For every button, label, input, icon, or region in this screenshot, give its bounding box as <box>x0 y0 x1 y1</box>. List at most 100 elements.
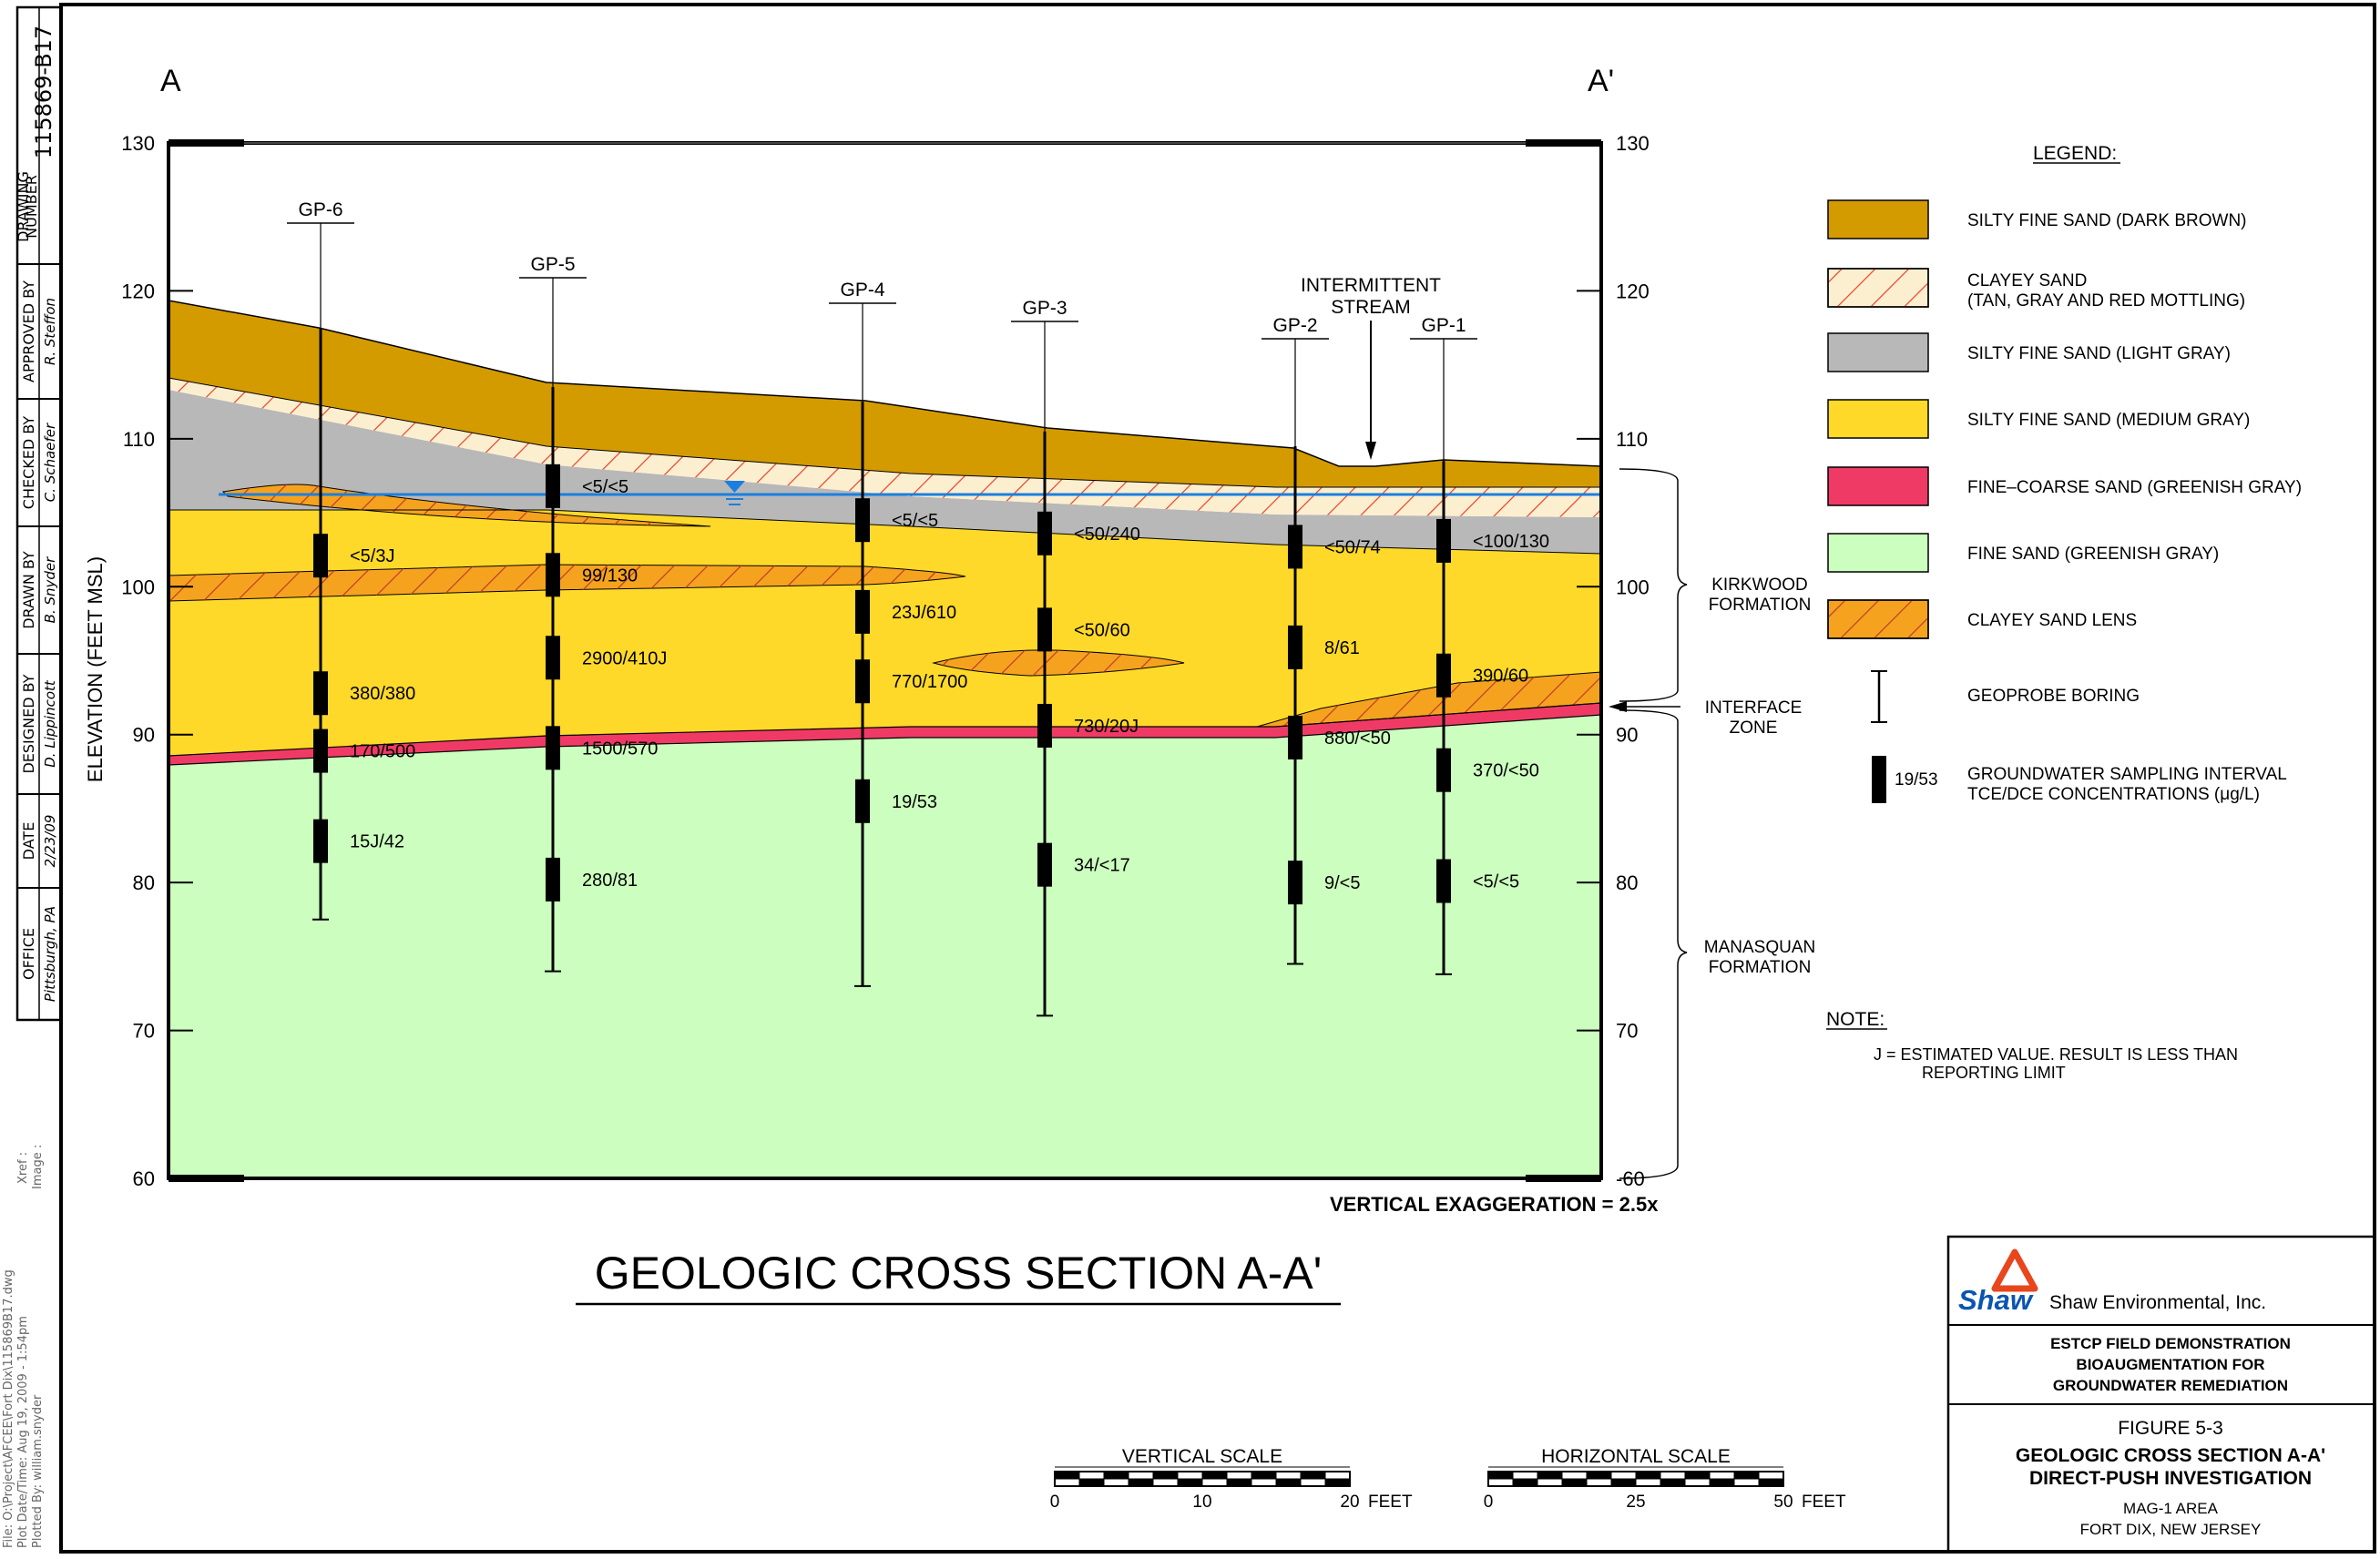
concentration-label: 9/<5 <box>1324 873 1360 893</box>
section-title: GEOLOGIC CROSS SECTION A-A' <box>595 1248 1323 1299</box>
y-tick-label: 80 <box>1616 871 1638 894</box>
legend-item: CLAYEY SAND LENS <box>1827 599 2137 639</box>
legend-label: SILTY FINE SAND (LIGHT GRAY) <box>1967 344 2231 363</box>
manasquan-label-2: FORMATION <box>1709 958 1812 977</box>
scale-unit-label: FEET <box>1802 1493 1846 1512</box>
figure-title-2: DIRECT-PUSH INVESTIGATION <box>2029 1468 2312 1489</box>
company-name: Shaw Environmental, Inc. <box>2049 1292 2266 1313</box>
legend-label: SILTY FINE SAND (DARK BROWN) <box>1967 211 2247 230</box>
scale-unit-label: FEET <box>1368 1493 1413 1512</box>
legend-title: LEGEND: <box>2033 143 2117 164</box>
project-line-2: BIOAUGMENTATION FOR <box>2076 1356 2264 1373</box>
boring-name: GP-3 <box>1022 298 1067 319</box>
y-tick-label: 70 <box>133 1020 155 1043</box>
sampling-interval <box>313 819 328 863</box>
title-block-value: C. Schaefer <box>42 423 58 502</box>
concentration-label: <50/240 <box>1074 525 1140 545</box>
note-title: NOTE: <box>1826 1009 1885 1030</box>
concentration-label: 23J/610 <box>892 603 956 623</box>
legend-label: CLAYEY SAND LENS <box>1967 611 2137 630</box>
interval-symbol-icon <box>1872 756 1886 803</box>
project-line-3: GROUNDWATER REMEDIATION <box>2053 1377 2288 1394</box>
legend-label: SILTY FINE SAND (MEDIUM GRAY) <box>1967 411 2250 430</box>
y-tick-label: 80 <box>133 871 155 894</box>
concentration-label: <50/74 <box>1324 537 1381 557</box>
dark-brown-sand-layer <box>169 301 1601 487</box>
legend-label: GROUNDWATER SAMPLING INTERVAL <box>1967 765 2287 784</box>
legend-swatch <box>1827 399 1929 439</box>
legend: LEGEND: SILTY FINE SAND (DARK BROWN) CLAY… <box>1827 143 2302 804</box>
manasquan-label-1: MANASQUAN <box>1704 938 1815 957</box>
concentration-label: 730/20J <box>1074 717 1139 737</box>
legend-item: SILTY FINE SAND (DARK BROWN) <box>1827 199 2247 239</box>
company-title-block: Shaw Shaw Environmental, Inc. ESTCP FIEL… <box>1946 1235 2376 1554</box>
location-line-2: FORT DIX, NEW JERSEY <box>2080 1521 2262 1538</box>
sampling-interval <box>1436 748 1451 792</box>
note-line-1: J = ESTIMATED VALUE. RESULT IS LESS THAN <box>1874 1045 2238 1064</box>
concentration-label: <5/3J <box>350 546 394 566</box>
title-block-label: OFFICE <box>20 928 37 980</box>
legend-item: FINE–COARSE SAND (GREENISH GRAY) <box>1827 466 2302 506</box>
concentration-label: <5/<5 <box>582 477 628 497</box>
legend-item: SILTY FINE SAND (MEDIUM GRAY) <box>1827 399 2250 439</box>
stream-label-line1: INTERMITTENT <box>1301 275 1441 296</box>
y-tick-label: 110 <box>1616 428 1648 451</box>
sampling-interval <box>546 636 560 680</box>
concentration-label: <5/<5 <box>892 511 938 531</box>
sampling-interval <box>1288 625 1302 669</box>
title-block-label: NUMBER <box>23 175 40 239</box>
concentration-label: 8/61 <box>1324 638 1360 658</box>
y-tick-label: 110 <box>123 428 155 451</box>
concentration-label: 2900/410J <box>582 648 667 668</box>
sampling-interval <box>1037 703 1052 748</box>
concentration-label: <50/60 <box>1074 620 1130 640</box>
scale-tick-label: 25 <box>1626 1493 1645 1512</box>
legend-label: CLAYEY SAND <box>1967 271 2087 290</box>
y-tick-label: 100 <box>1616 576 1650 598</box>
plotted-by: Plotted By: william.snyder <box>31 1394 45 1548</box>
shaw-logo-icon: Shaw <box>1958 1248 2038 1316</box>
legend-item: CLAYEY SAND(TAN, GRAY AND RED MOTTLING) <box>1827 268 2245 311</box>
title-block-value: 2/23/09 <box>42 815 58 868</box>
legend-label: FINE SAND (GREENISH GRAY) <box>1967 545 2219 564</box>
boring-name: GP-6 <box>298 199 342 220</box>
concentration-label: 280/81 <box>582 871 638 891</box>
boring-name: GP-2 <box>1272 315 1317 336</box>
sampling-interval <box>1436 859 1451 903</box>
concentration-label: <100/130 <box>1473 532 1549 552</box>
y-tick-label: 100 <box>121 576 155 598</box>
legend-swatch <box>1827 199 1929 239</box>
scale-tick-label: 0 <box>1050 1493 1060 1512</box>
y-axis-label: ELEVATION (FEET MSL) <box>84 556 107 782</box>
section-end-label: A' <box>1588 64 1614 98</box>
concentration-label: 99/130 <box>582 566 638 586</box>
xref-label: Xref : <box>16 1152 30 1184</box>
y-tick-label: 90 <box>1616 724 1638 747</box>
plot-file-info: File: O:\Project\AFCEE\Fort Dix\115869B1… <box>2 1145 45 1548</box>
scale-tick-label: 50 <box>1773 1493 1793 1512</box>
title-block-label: DATE <box>20 822 37 861</box>
sampling-interval <box>1037 511 1052 555</box>
y-tick-label: 70 <box>1616 1020 1638 1043</box>
sampling-interval <box>1436 653 1451 698</box>
kirkwood-label-1: KIRKWOOD <box>1711 576 1808 595</box>
borings: GP-6<5/3J380/380170/50015J/42GP-5<5/<599… <box>287 199 1549 1017</box>
vertical-scale-title: VERTICAL SCALE <box>1122 1446 1282 1467</box>
legend-item: GEOPROBE BORING <box>1871 670 2140 723</box>
legend-item: SILTY FINE SAND (LIGHT GRAY) <box>1827 332 2231 372</box>
sampling-interval <box>1037 842 1052 887</box>
plot-date: Plot Date/Time: Aug 19, 2009 - 1:54pm <box>16 1316 30 1548</box>
scale-tick-label: 20 <box>1340 1493 1359 1512</box>
boring-name: GP-4 <box>840 280 884 301</box>
green-fine-sand-layer <box>169 708 1601 1178</box>
